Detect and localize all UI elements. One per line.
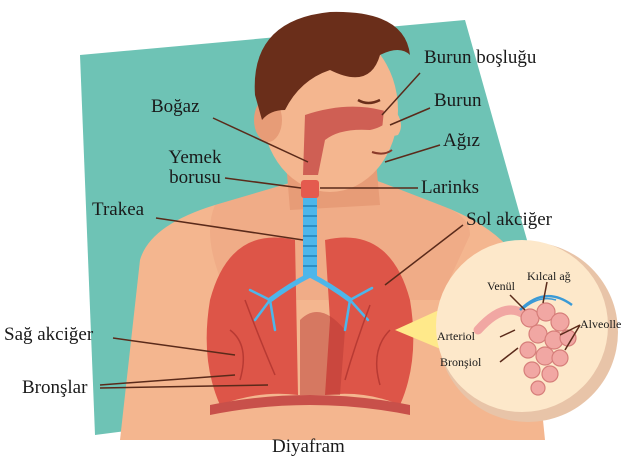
- label-burun-boslugu: Burun boşluğu: [424, 48, 536, 67]
- label-bogaz: Boğaz: [151, 97, 200, 116]
- label-trakea: Trakea: [92, 200, 144, 219]
- label-sag-akciger: Sağ akciğer: [4, 325, 93, 344]
- label-sol-akciger: Sol akciğer: [466, 210, 552, 229]
- trachea-rings: [303, 206, 317, 266]
- label-yemek-borusu-line2: borusu: [159, 168, 231, 187]
- label-arteriol: Arteriol: [437, 330, 475, 342]
- label-larinks: Larinks: [421, 178, 479, 197]
- label-yemek-borusu-line1: Yemek: [159, 148, 231, 167]
- label-diyafram: Diyafram: [272, 437, 345, 456]
- label-bronslar: Bronşlar: [22, 378, 87, 397]
- label-burun: Burun: [434, 91, 482, 110]
- larynx: [301, 180, 319, 198]
- label-venul: Venül: [487, 280, 515, 292]
- heart-region: [300, 312, 345, 395]
- label-kilcal-ag: Kılcal ağ: [527, 270, 571, 282]
- label-alveolle: Alveolle: [580, 318, 621, 330]
- label-bronsiol: Bronşiol: [440, 356, 481, 368]
- label-agiz: Ağız: [443, 131, 480, 150]
